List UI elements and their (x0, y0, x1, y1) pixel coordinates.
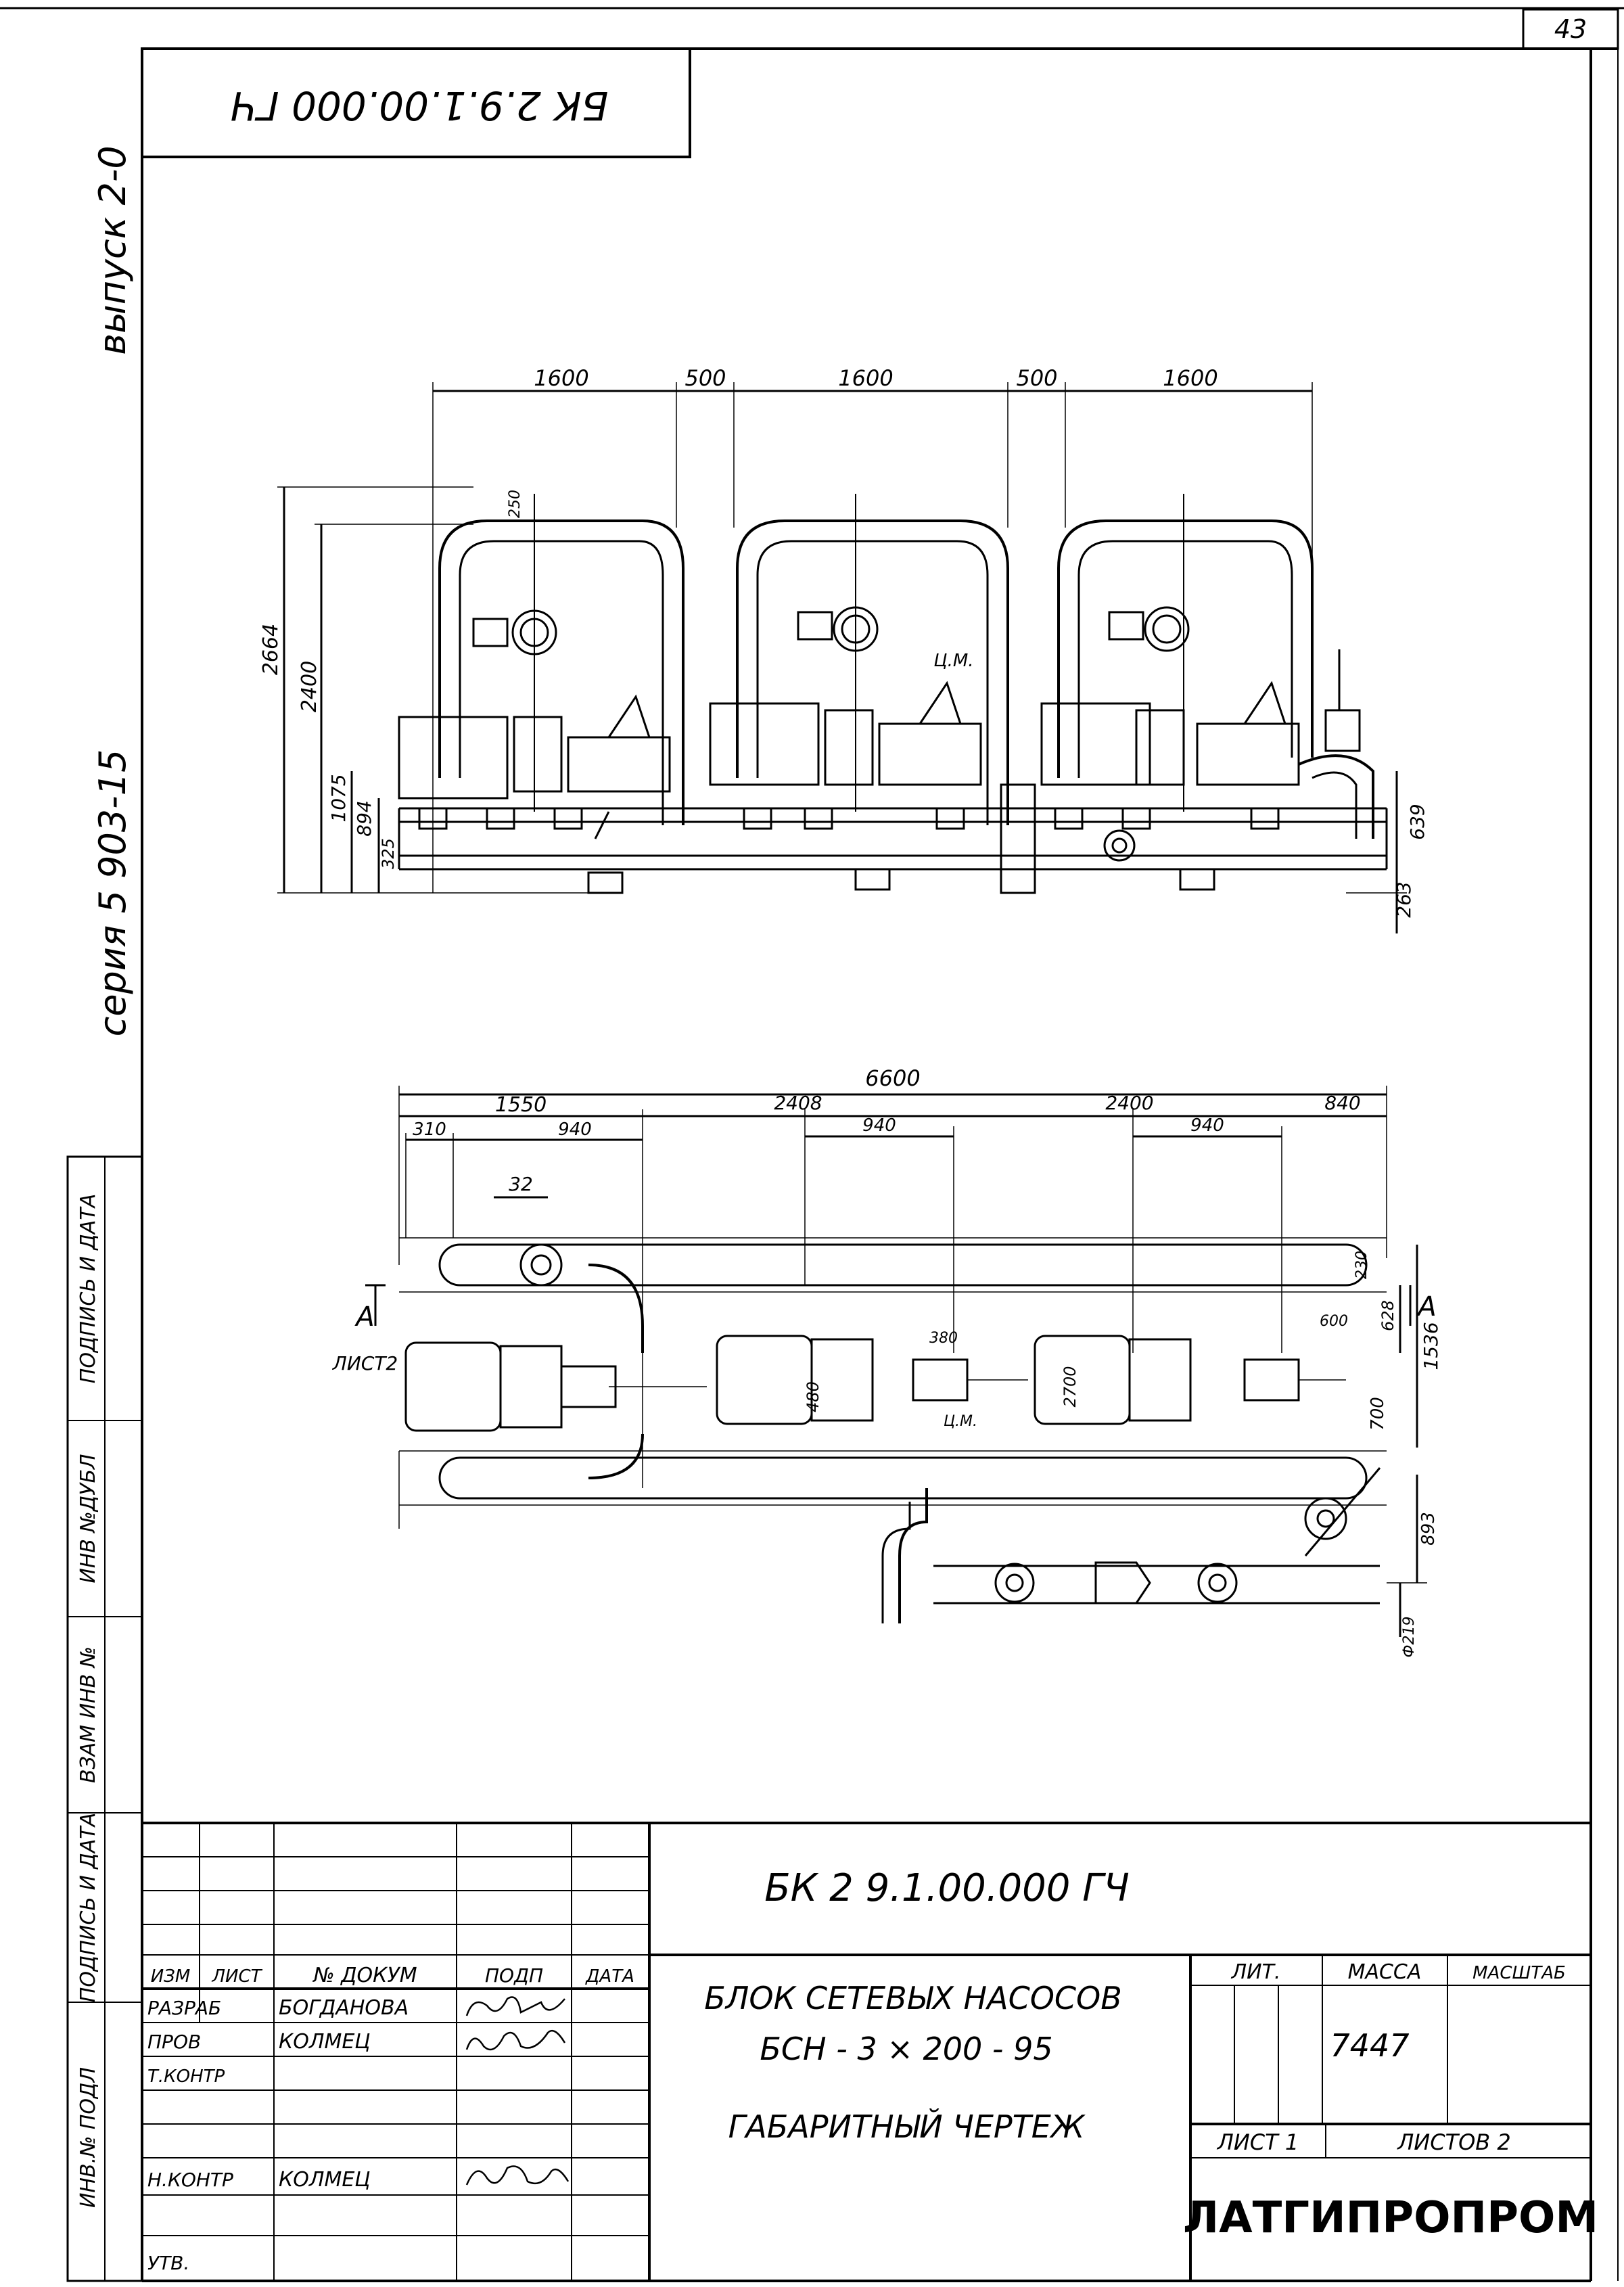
side-seriya: серия 5 903-15 (91, 749, 134, 1037)
sheet-frame (0, 7, 1624, 2282)
pv-dim-628: 628 (1378, 1300, 1397, 1331)
left-margin-stamp (66, 1155, 143, 2282)
col-list: ЛИСТ (211, 1966, 262, 1987)
row-name-razrab: БОГДАНОВА (279, 1996, 409, 2020)
fv-dim-894: 894 (353, 800, 375, 836)
fv-dim-500-a: 500 (685, 365, 726, 391)
margin-label-podpis-2: ПОДПИСЬ И ДАТА (76, 1813, 100, 2002)
fv-dim-325: 325 (379, 838, 398, 869)
row-role-prov: ПРОВ (147, 2031, 201, 2053)
fv-dim-639: 639 (1406, 804, 1429, 839)
col-podp: ПОДП (485, 1964, 543, 1987)
pv-dim-940-a: 940 (558, 1119, 592, 1140)
pv-dim-840: 840 (1324, 1092, 1360, 1114)
fv-dim-1600-b: 1600 (838, 365, 893, 391)
margin-label-podpis-1: ПОДПИСЬ И ДАТА (76, 1194, 100, 1383)
fv-dim-1075: 1075 (327, 774, 350, 822)
pv-inner-380: 380 (929, 1330, 958, 1347)
col-data: ДАТА (585, 1966, 634, 1987)
massa-header: МАССА (1348, 1960, 1422, 1984)
list-label: ЛИСТ 1 (1217, 2129, 1299, 2155)
pv-dim-940-c: 940 (1190, 1115, 1224, 1136)
pv-inner-2700: 2700 (1061, 1366, 1080, 1407)
margin-label-vzam: ВЗАМ ИНВ № (76, 1646, 100, 1783)
front-view-drawing (277, 382, 1407, 933)
title-name-line-2: БСН - 3 × 200 - 95 (760, 2031, 1052, 2067)
section-a-left-sheet: ЛИСТ2 (332, 1352, 398, 1374)
signature-nkontr (465, 2165, 570, 2186)
org-name: ЛАТГИПРОПРОМ (1183, 2193, 1598, 2243)
pv-dim-1536: 1536 (1420, 1322, 1442, 1370)
margin-label-inv-podl: ИНВ.№ ПОДЛ (76, 2067, 100, 2208)
fv-dim-2400: 2400 (298, 661, 321, 712)
masshtab-header: МАСШТАБ (1472, 1963, 1566, 1983)
fv-dim-1600-a: 1600 (534, 365, 588, 391)
fv-dim-1600-c: 1600 (1163, 365, 1217, 391)
pv-dim-6600: 6600 (865, 1065, 920, 1091)
pv-dim-2400: 2400 (1105, 1092, 1153, 1114)
fv-dim-2664: 2664 (259, 624, 283, 675)
title-name-line-3: ГАБАРИТНЫЙ ЧЕРТЕЖ (728, 2108, 1086, 2145)
row-role-razrab: РАЗРАБ (147, 1997, 221, 2019)
listov-label: ЛИСТОВ 2 (1397, 2129, 1511, 2155)
pv-dim-32: 32 (509, 1173, 533, 1195)
fv-label-cm: Ц.М. (933, 651, 973, 671)
section-a-left: А (354, 1301, 374, 1333)
pv-dim-219: Ф219 (1401, 1617, 1418, 1658)
pv-dim-2408: 2408 (774, 1092, 822, 1114)
pv-dim-893: 893 (1418, 1512, 1439, 1546)
page-number: 43 (1554, 14, 1587, 44)
pv-inner-600: 600 (1320, 1313, 1348, 1330)
code-stamp-text: БК 2.9.1.00.000 ГЧ (231, 83, 609, 129)
pv-dim-1550: 1550 (495, 1093, 547, 1117)
fv-dim-500-b: 500 (1016, 365, 1057, 391)
title-block (142, 1822, 1591, 2281)
row-name-prov: КОЛМЕЦ (279, 2030, 371, 2054)
fv-dim-263: 263 (1393, 881, 1415, 917)
pv-dim-940-b: 940 (862, 1115, 896, 1136)
pv-dim-310: 310 (413, 1119, 446, 1140)
signature-razrab (465, 1996, 565, 2016)
pv-dim-700: 700 (1368, 1397, 1388, 1431)
plan-view-drawing (365, 1086, 1427, 1637)
section-a-right: А (1416, 1291, 1436, 1322)
pv-inner-cm: Ц.М. (944, 1413, 977, 1430)
row-role-nkontr: Н.КОНТР (147, 2169, 233, 2191)
row-name-nkontr: КОЛМЕЦ (279, 2168, 371, 2192)
margin-label-inv-dubl: ИНВ №ДУБЛ (76, 1454, 100, 1583)
col-nom-dokum: № ДОКУМ (312, 1964, 417, 1987)
side-vypusk: выпуск 2-0 (91, 145, 134, 354)
lit-header: ЛИТ. (1231, 1960, 1281, 1984)
row-role-utv: УТВ. (147, 2252, 189, 2274)
pv-dim-230: 230 (1353, 1251, 1370, 1279)
col-izm: ИЗМ (151, 1966, 191, 1987)
row-role-tkontr: Т.КОНТР (147, 2066, 225, 2087)
massa-value: 7447 (1330, 2027, 1409, 2064)
pv-inner-480: 480 (804, 1381, 822, 1412)
fv-dim-250: 250 (507, 490, 524, 518)
signature-prov (465, 2029, 566, 2051)
code-stamp (141, 47, 691, 158)
title-name-line-1: БЛОК СЕТЕВЫХ НАСОСОВ (704, 1980, 1122, 2016)
title-block-code: БК 2 9.1.00.000 ГЧ (764, 1866, 1130, 1910)
